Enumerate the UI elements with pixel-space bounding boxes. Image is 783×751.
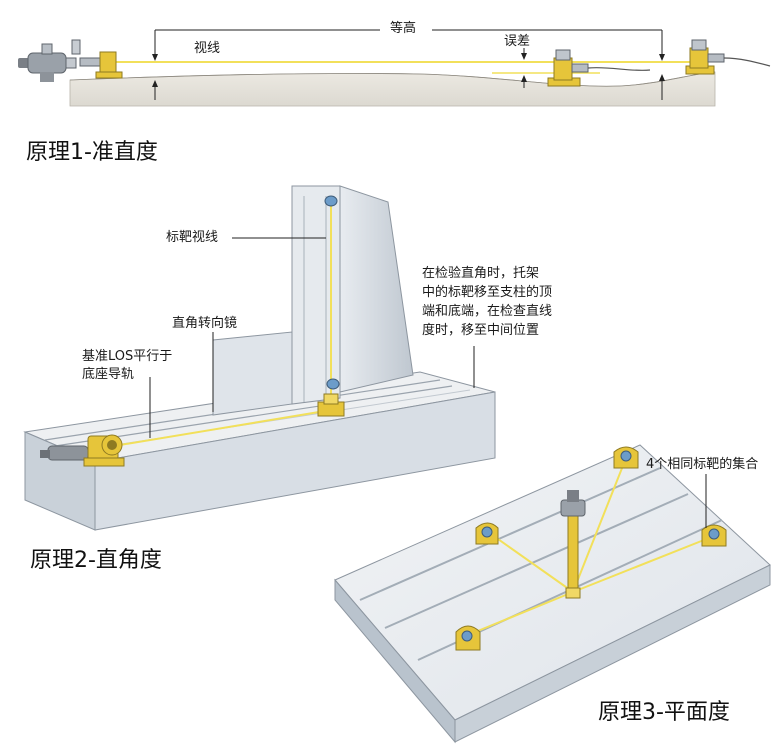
fig1-line-of-sight-label: 视线 (194, 41, 221, 56)
fig1-target-middle (547, 49, 651, 87)
fig3-title: 原理3-平面度 (598, 700, 730, 725)
fig1-laser-head (18, 39, 123, 82)
fig3-target-2 (613, 446, 639, 469)
fig1-equal-height-label: 等高 (390, 21, 417, 36)
fig2-note-line4: 度时，移至中间位置 (422, 323, 540, 338)
fig2-reference-label-line2: 底座导轨 (82, 367, 135, 382)
fig2-note-line1: 在检验直角时，托架 (422, 266, 540, 281)
fig2-reference-label-line1: 基准LOS平行于 (82, 349, 173, 364)
fig2-illustration (23, 185, 496, 531)
fig1-title: 原理1-准直度 (26, 140, 158, 165)
fig2-target-los-label: 标靶视线 (166, 230, 219, 245)
fig1-illustration (18, 29, 771, 107)
fig3-target-3 (701, 524, 727, 547)
fig2-note: 在检验直角时，托架 中的标靶移至支柱的顶 端和底端，在检查直线 度时，移至中间位… (422, 264, 552, 340)
fig2-beam-horizontal (119, 409, 332, 446)
fig3-target-4 (455, 625, 481, 651)
fig1-dimension (154, 29, 663, 100)
fig2-note-line2: 中的标靶移至支柱的顶 (422, 285, 553, 300)
fig3-beams (467, 457, 715, 636)
fig2-title: 原理2-直角度 (30, 548, 162, 573)
fig2-laser (40, 434, 125, 467)
fig2-mirror (317, 393, 345, 417)
fig3-targets-label: 4个相同标靶的集合 (646, 457, 759, 472)
fig3-illustration (334, 444, 771, 744)
fig1-surface (69, 71, 716, 107)
fig1-target-right (685, 39, 771, 75)
fig1-error-label: 误差 (504, 34, 531, 49)
fig2-mirror-label: 直角转向镜 (172, 316, 238, 331)
fig2-note-line3: 端和底端，在检查直线 (422, 304, 553, 319)
fig3-target-1 (475, 522, 499, 545)
